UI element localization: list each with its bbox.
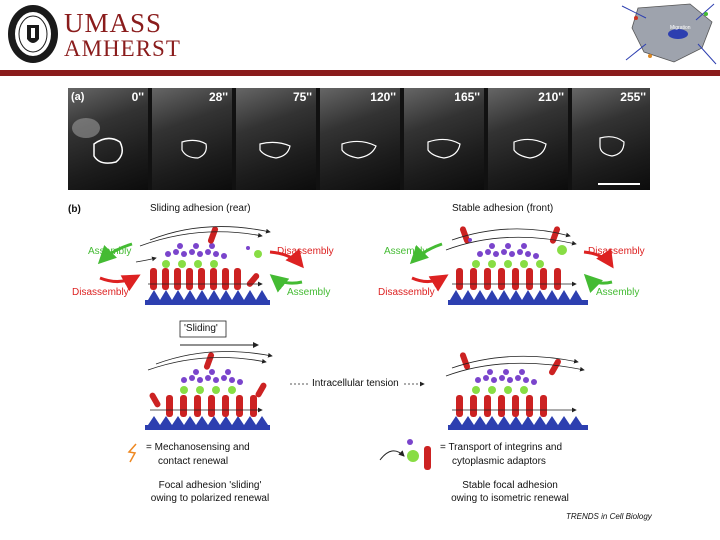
legend-mechanosensing: = Mechanosensing and <box>146 442 250 453</box>
disassembly-label: Disassembly <box>72 287 129 298</box>
timelapse-frame: 75'' <box>236 88 316 190</box>
legend-transport: = Transport of integrins and <box>440 442 563 453</box>
stable-adhesion-bottom <box>445 352 588 430</box>
journal-credit: TRENDS in Cell Biology <box>566 512 652 521</box>
disassembly-label: Disassembly <box>277 246 334 257</box>
integrin-icon <box>424 446 431 470</box>
stable-adhesion-top <box>409 226 614 305</box>
thumbnail-label: Migration <box>670 25 691 31</box>
tension-label: Intracellular tension <box>312 378 399 389</box>
brand-campus: AMHERST <box>64 36 181 61</box>
timepoint-label: 120'' <box>370 90 396 104</box>
timelapse-panel: (a) 0'' 28'' 75'' 120'' 165'' 210'' 255'… <box>68 88 650 190</box>
timepoint-label: 255'' <box>620 90 646 104</box>
header-rule <box>0 70 720 76</box>
slide-header: UMASS AMHERST Migration <box>0 0 720 76</box>
legend-mechanosensing-cont: contact renewal <box>158 456 229 467</box>
timelapse-frame: 28'' <box>152 88 232 190</box>
transport-arrow-icon <box>379 450 405 461</box>
brand-name: UMASS <box>64 8 163 38</box>
caption-stable: Stable focal adhesion <box>462 480 558 491</box>
assembly-label: Assembly <box>287 287 331 298</box>
sliding-title: Sliding adhesion (rear) <box>150 203 251 214</box>
caption-stable-cont: owing to isometric renewal <box>451 493 569 504</box>
disassembly-label: Disassembly <box>378 287 435 298</box>
sliding-box-label: 'Sliding' <box>184 323 218 334</box>
lightning-icon <box>127 443 137 463</box>
adaptor-bead-icon <box>407 450 419 462</box>
timelapse-frame: 120'' <box>320 88 400 190</box>
adaptor-dot-icon <box>407 439 413 445</box>
sliding-adhesion-bottom <box>145 351 273 430</box>
timepoint-label: 165'' <box>454 90 480 104</box>
panel-a-label: (a) <box>71 91 85 103</box>
timepoint-label: 75'' <box>292 90 312 104</box>
timelapse-frame: (a) 0'' <box>68 88 148 190</box>
timelapse-frame: 210'' <box>488 88 568 190</box>
cell-migration-thumbnail: Migration <box>620 0 720 70</box>
caption-sliding: Focal adhesion 'sliding' <box>158 480 262 491</box>
assembly-label: Assembly <box>88 246 132 257</box>
legend-transport-cont: cytoplasmic adaptors <box>452 456 546 467</box>
timelapse-frame: 165'' <box>404 88 484 190</box>
university-seal-icon <box>8 5 58 63</box>
sliding-indicator <box>179 320 259 348</box>
disassembly-label: Disassembly <box>588 246 645 257</box>
legend-icons <box>127 439 431 470</box>
assembly-label: Assembly <box>384 246 428 257</box>
timepoint-label: 210'' <box>538 90 564 104</box>
stable-title: Stable adhesion (front) <box>452 203 554 214</box>
caption-sliding-cont: owing to polarized renewal <box>150 493 270 504</box>
timepoint-label: 0'' <box>131 90 144 104</box>
panel-b-label: (b) <box>68 204 81 215</box>
sliding-adhesion-top <box>97 226 304 305</box>
timepoint-label: 28'' <box>208 90 228 104</box>
timelapse-frame: 255'' <box>572 88 650 190</box>
assembly-label: Assembly <box>596 287 640 298</box>
